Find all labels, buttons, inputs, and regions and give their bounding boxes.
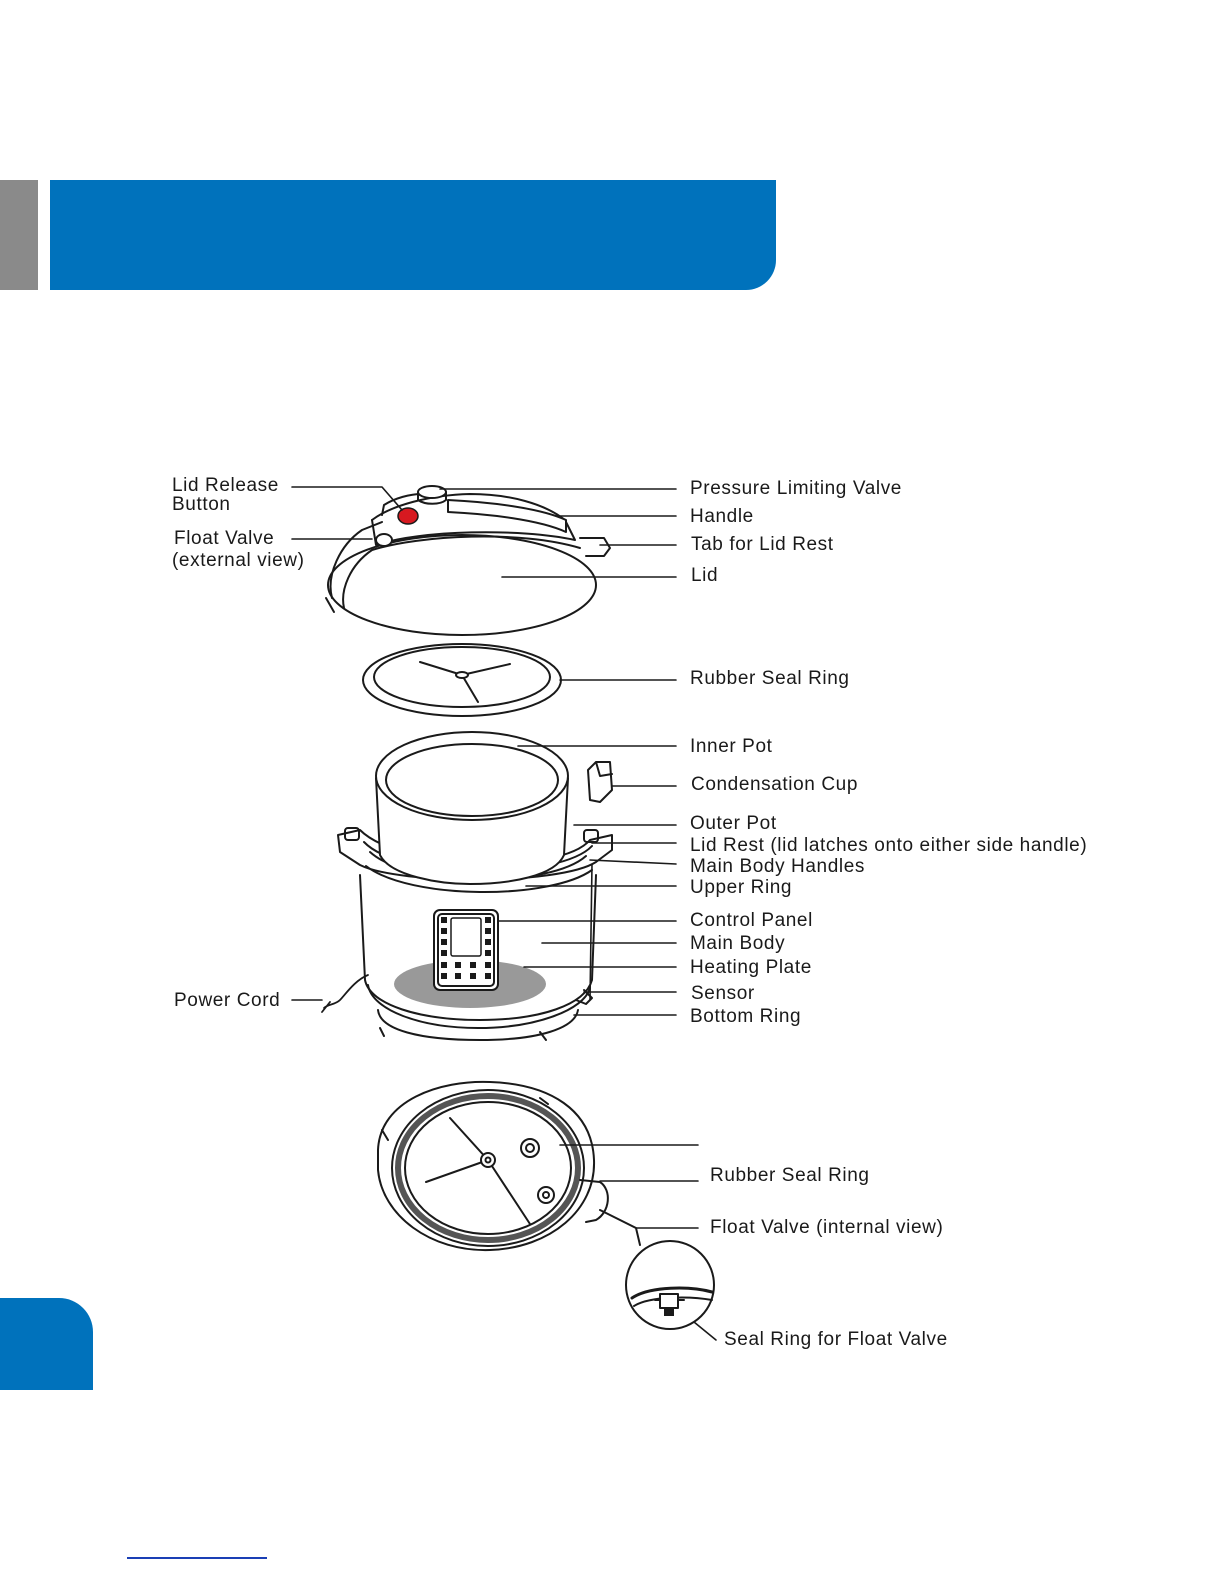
label-control-panel: Control Panel <box>690 910 813 931</box>
label-float-valve: Float Valve <box>174 528 275 549</box>
label-tab-for-lid-rest: Tab for Lid Rest <box>691 534 834 555</box>
label-condensation-cup: Condensation Cup <box>691 774 858 795</box>
label-pressure-limiting-valve: Pressure Limiting Valve <box>690 478 902 499</box>
label-sensor: Sensor <box>691 983 755 1004</box>
label-inner-pot: Inner Pot <box>690 736 773 757</box>
inner-pot-illustration <box>375 731 569 885</box>
section-header-banner <box>50 180 776 290</box>
power-cord-illustration <box>321 974 369 1013</box>
leader-lines <box>291 486 717 1341</box>
label-rubber-seal-ring: Rubber Seal Ring <box>690 668 850 689</box>
label-lid-rest: Lid Rest (lid latches onto either side h… <box>690 835 1088 856</box>
control-panel-illustration <box>433 909 499 991</box>
side-tab-gray <box>0 180 38 290</box>
label-handle: Handle <box>690 506 754 527</box>
page-number-tab <box>0 1298 93 1390</box>
lid-internal-view-illustration <box>377 1080 609 1252</box>
label-power-cord: Power Cord <box>174 990 281 1011</box>
label-main-body-handles: Main Body Handles <box>690 856 865 877</box>
label-bottom-ring: Bottom Ring <box>690 1006 802 1027</box>
label-seal-ring-for-float-valve: Seal Ring for Float Valve <box>724 1329 948 1350</box>
rubber-seal-ring-illustration <box>362 643 562 717</box>
footer-rule <box>127 1557 267 1559</box>
label-rubber-seal-ring-internal: Rubber Seal Ring <box>710 1165 870 1186</box>
float-valve-zoom-illustration <box>599 1209 715 1330</box>
label-outer-pot: Outer Pot <box>690 813 777 834</box>
label-lid-release: Lid Release <box>172 475 279 496</box>
lid-release-button-illustration <box>397 507 419 525</box>
label-lid-release-2: Button <box>172 494 231 515</box>
label-lid: Lid <box>691 565 719 586</box>
label-float-valve-2: (external view) <box>172 550 305 571</box>
label-float-valve-internal: Float Valve (internal view) <box>710 1217 944 1238</box>
condensation-cup-illustration <box>587 761 613 803</box>
label-upper-ring: Upper Ring <box>690 877 793 898</box>
label-heating-plate: Heating Plate <box>690 957 812 978</box>
label-main-body: Main Body <box>690 933 786 954</box>
lid-illustration <box>325 485 611 636</box>
